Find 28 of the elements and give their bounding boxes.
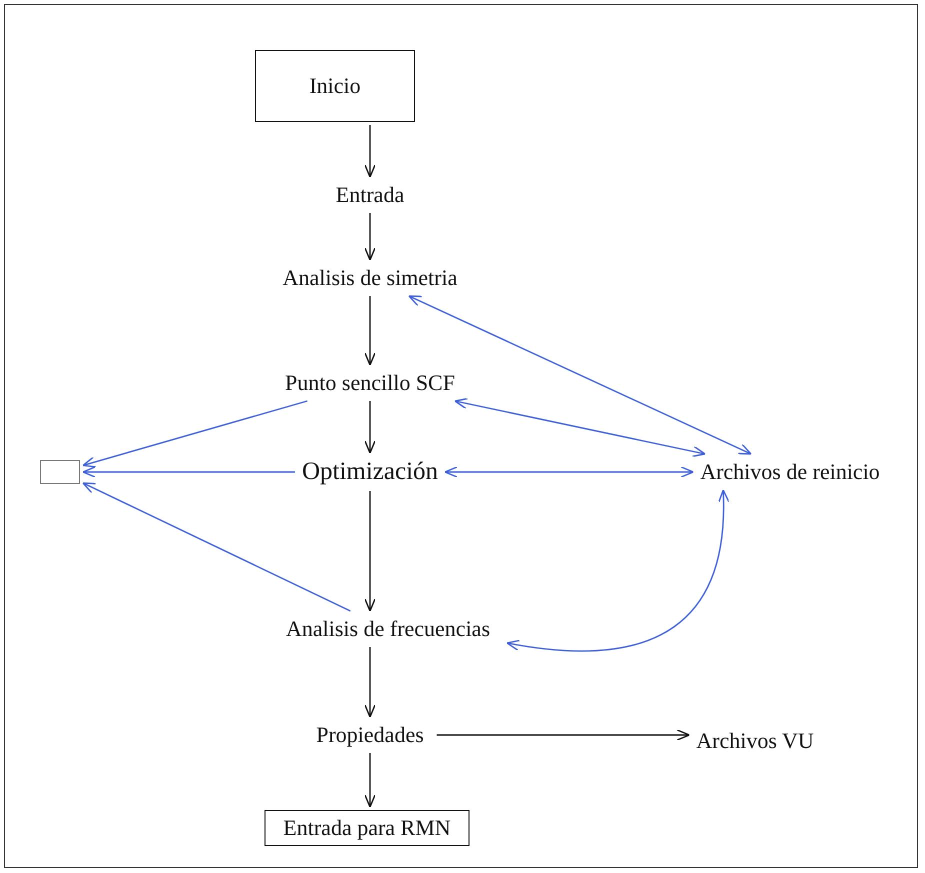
arrow [454, 398, 706, 458]
arrow [444, 466, 694, 478]
arrow [82, 466, 295, 478]
arrow [82, 400, 308, 468]
arrow [364, 213, 376, 261]
empty-box [40, 460, 80, 484]
arrow [364, 401, 376, 454]
step-label: Optimización [298, 456, 442, 488]
step-label: Archivos VU [692, 726, 818, 756]
process-box [264, 810, 470, 846]
box-label: Inicio [309, 73, 361, 99]
arrow [364, 296, 376, 366]
arrow [408, 295, 752, 455]
arrow [82, 482, 351, 612]
arrow [364, 753, 376, 808]
step-label: Propiedades [312, 720, 428, 750]
process-box [255, 50, 415, 122]
step-label: Archivos de reinicio [696, 457, 884, 487]
arrow [506, 489, 729, 652]
step-label: Punto sencillo SCF [281, 368, 459, 398]
arrow [364, 491, 376, 612]
step-label: Analisis de simetria [278, 263, 462, 293]
box-label: Entrada para RMN [283, 815, 451, 841]
step-label: Entrada [332, 180, 408, 210]
arrow [436, 729, 690, 741]
step-label: Analisis de frecuencias [282, 614, 494, 644]
arrow [364, 647, 376, 718]
arrow [364, 125, 376, 178]
